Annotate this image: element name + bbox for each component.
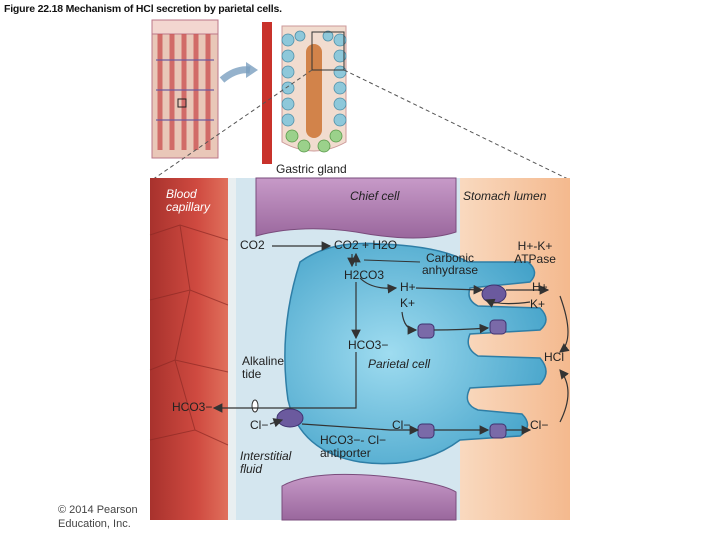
ca-pointer xyxy=(363,259,421,263)
hk-atpase-pump xyxy=(481,284,507,304)
label-carbonic-anhydrase: Carbonic anhydrase xyxy=(421,251,479,277)
label-hk-atpase: H+-K+ ATPase xyxy=(514,239,556,266)
mucosa-thumbnail xyxy=(151,19,219,159)
gastric-gland-illustration xyxy=(262,22,347,164)
label-cl-cell: Cl− xyxy=(392,418,411,432)
label-blood-capillary: Blood capillary xyxy=(166,187,211,214)
membrane-channel-4 xyxy=(489,423,507,439)
label-hco3-cell: HCO3− xyxy=(348,338,389,352)
k-from-lumen-arrow xyxy=(484,298,531,308)
capillary-channel xyxy=(251,399,259,413)
label-cl-interstitial: Cl− xyxy=(250,418,269,432)
label-chief-cell: Chief cell xyxy=(350,189,400,203)
label-cl-lumen: Cl− xyxy=(530,418,549,432)
k-recycle-arrow xyxy=(401,311,418,335)
label-hcl: HCl xyxy=(544,350,564,364)
blood-capillary-region xyxy=(150,178,228,520)
label-hco3-blood: HCO3− xyxy=(172,400,213,414)
label-h2co3: H2CO3 xyxy=(344,268,385,282)
label-h-plus-lumen: H+ xyxy=(532,280,548,294)
antiporter-protein xyxy=(276,408,304,428)
label-co2-h2o: CO2 + H2O xyxy=(334,238,398,252)
label-co2-blood: CO2 xyxy=(240,238,265,252)
dissociation-arrow xyxy=(359,277,398,294)
figure-title: Figure 22.18 Mechanism of HCl secretion … xyxy=(4,3,282,15)
neighbor-cell-bottom xyxy=(281,473,457,521)
membrane-channel-3 xyxy=(417,423,435,439)
main-panel xyxy=(149,177,570,521)
zoom-line-right xyxy=(343,69,571,181)
zoom-line-left xyxy=(151,69,313,181)
stomach-lumen-region xyxy=(460,178,570,520)
membrane-channel-1 xyxy=(417,323,435,339)
cl-in-arrow xyxy=(269,418,284,428)
zoom-arrow xyxy=(219,66,251,83)
hco3-out-arrow xyxy=(212,352,357,413)
label-interstitial-fluid: Interstitial fluid xyxy=(240,449,292,476)
label-k-plus: K+ xyxy=(400,296,416,310)
hcl-arrow-bottom xyxy=(559,369,569,423)
label-stomach-lumen: Stomach lumen xyxy=(463,189,547,203)
label-antiporter: HCO3−- Cl− antiporter xyxy=(320,433,387,460)
label-parietal-cell: Parietal cell xyxy=(368,357,431,371)
label-h-plus: H+ xyxy=(400,280,416,294)
cl-to-lumen-arrow xyxy=(301,423,420,435)
hcl-arrow-top xyxy=(559,295,570,353)
copyright-notice: © 2014 Pearson Education, Inc. xyxy=(58,504,138,530)
label-alkaline-tide: Alkaline tide xyxy=(242,354,285,381)
membrane-channel-2 xyxy=(489,319,507,335)
chief-cell xyxy=(255,177,457,239)
h-to-pump-arrow xyxy=(415,284,484,295)
label-k-plus-lumen: K+ xyxy=(530,297,546,311)
label-gastric-gland: Gastric gland xyxy=(276,162,347,176)
